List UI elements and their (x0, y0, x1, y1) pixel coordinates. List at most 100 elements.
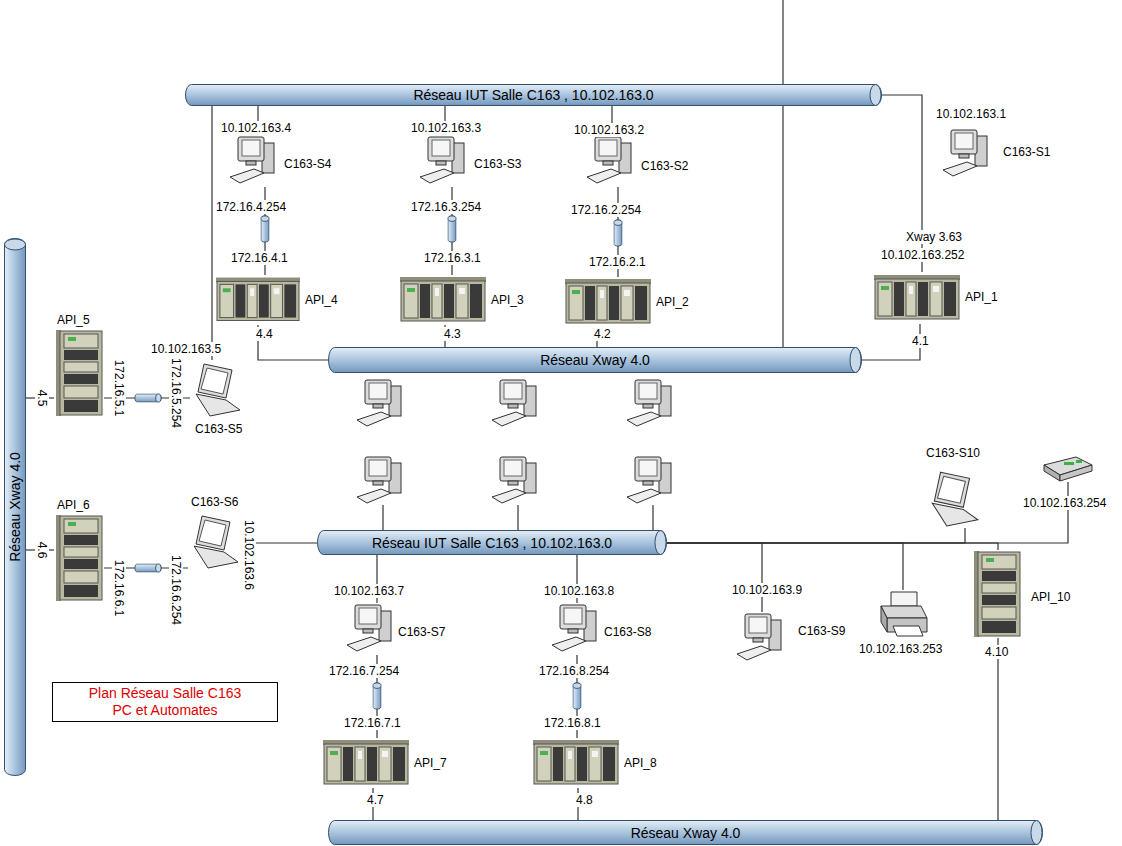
pc-icon (357, 457, 401, 503)
plcv-icon (972, 550, 1022, 638)
network-link (667, 482, 1068, 543)
plc-icon (323, 738, 409, 788)
network-label: Réseau IUT Salle C163 , 10.102.163.0 (372, 535, 612, 551)
ip-address: 10.102.163.3 (410, 121, 482, 135)
device-name: API_6 (56, 498, 91, 512)
network-link (211, 106, 212, 360)
network-label: Réseau IUT Salle C163 , 10.102.163.0 (413, 87, 653, 103)
adapter-symbol (135, 394, 161, 402)
laptop-station: C163-S5 (190, 360, 244, 418)
ip-address: 172.16.3.254 (410, 200, 482, 214)
printer-device: 10.102.163.253 (877, 590, 929, 638)
pc-station: C163-S3 (418, 135, 468, 187)
ip-address: 10.102.163.7 (333, 584, 405, 598)
plc-rack: API_8 (533, 738, 619, 788)
device-name: API_3 (490, 293, 525, 307)
pc-icon (735, 612, 785, 664)
laptop-icon (190, 360, 244, 418)
ip-address: 172.16.5.254 (169, 357, 183, 429)
network-bus: Réseau IUT Salle C163 , 10.102.163.0 (317, 530, 667, 555)
laptop-station: C163-S10 (925, 468, 983, 528)
plc-rack: API_1 (874, 272, 960, 324)
adapter-symbol (614, 220, 622, 246)
device-name: API_2 (655, 295, 690, 309)
device-name: C163-S7 (397, 625, 446, 639)
ip-address: 10.102.163.4 (220, 121, 292, 135)
ip-address: 172.16.7.254 (328, 664, 400, 678)
plc-rack: API_7 (323, 738, 409, 788)
device-name: C163-S6 (190, 495, 239, 509)
plc-rack: API_6 (54, 515, 104, 601)
plc-icon (533, 738, 619, 788)
title-box: Plan Réseau Salle C163 PC et Automates (52, 682, 278, 722)
adapter-symbol (373, 683, 381, 709)
xway-address: 4.1 (911, 334, 930, 348)
ip-address: 172.16.8.254 (538, 664, 610, 678)
xway-address: 4.8 (575, 793, 594, 807)
network-link (667, 543, 762, 612)
plc-rack: API_4 (216, 275, 300, 325)
pc-icon (492, 380, 536, 426)
device-name: C163-S5 (194, 422, 243, 436)
adapter-symbol (261, 216, 269, 242)
plc-icon (216, 275, 300, 325)
ip-address: 172.16.2.254 (570, 203, 642, 217)
network-label: Réseau Xway 4.0 (631, 825, 741, 841)
ip-address: 172.16.7.1 (343, 716, 402, 730)
adapter-symbol (448, 216, 456, 242)
network-link (997, 638, 998, 820)
device-name: API_7 (413, 756, 448, 770)
ip-address: 10.102.163.6 (242, 519, 256, 591)
xway-address: 4.5 (35, 389, 49, 408)
ip-address: Xway 3.63 (905, 230, 963, 244)
device-name: API_8 (623, 756, 658, 770)
device-name: C163-S9 (797, 624, 846, 638)
device-name: C163-S2 (640, 159, 689, 173)
pc-icon (940, 128, 992, 180)
device-name: API_1 (964, 290, 999, 304)
laptop-icon (188, 512, 242, 570)
pc-station: C163-S8 (550, 603, 600, 655)
ip-address: 10.102.163.252 (880, 248, 965, 262)
printer-icon (877, 590, 929, 638)
plc-icon (400, 275, 486, 325)
device-name: API_5 (56, 313, 91, 327)
plc-rack: API_10 (972, 550, 1022, 638)
network-bus: Réseau Xway 4.0 (328, 347, 862, 373)
laptop-icon (925, 468, 983, 528)
network-link (882, 95, 922, 272)
plc-icon (874, 272, 960, 324)
network-label: Réseau Xway 4.0 (540, 352, 650, 368)
ip-address: 10.102.163.1 (935, 107, 1007, 121)
xway-address: 4.3 (443, 327, 462, 341)
ip-address: 172.16.5.1 (112, 359, 126, 418)
router-device: 10.102.163.254 (1042, 455, 1094, 482)
ip-address: 172.16.6.1 (112, 559, 126, 618)
pc-station: C163-S9 (735, 612, 785, 664)
pc-icon (492, 457, 536, 503)
device-name: C163-S8 (603, 625, 652, 639)
ip-address: 10.102.163.253 (858, 642, 943, 656)
network-cable (383, 505, 653, 531)
xway-address: 4.6 (35, 541, 49, 560)
pc-station: C163-S4 (228, 135, 278, 187)
pc-icon (550, 603, 600, 655)
network-bus: Réseau Xway 4.0 (4, 238, 26, 776)
pc-icon (627, 380, 671, 426)
laptop-station: C163-S6 (188, 512, 242, 570)
network-bus: Réseau Xway 4.0 (328, 820, 1043, 845)
xway-address: 4.7 (366, 793, 385, 807)
device-name: API_10 (1030, 590, 1071, 604)
device-name: API_4 (304, 293, 339, 307)
ip-address: 172.16.6.254 (169, 554, 183, 626)
title-text: Plan Réseau Salle C163 PC et Automates (85, 685, 245, 719)
ip-address: 10.102.163.8 (543, 584, 615, 598)
plcv-icon (54, 330, 104, 416)
xway-address: 4.4 (255, 327, 274, 341)
device-name: C163-S1 (1002, 145, 1051, 159)
ip-address: 172.16.8.1 (543, 716, 602, 730)
xway-address: 4.10 (984, 645, 1009, 659)
pc-icon (345, 603, 395, 655)
pc-station: C163-S7 (345, 603, 395, 655)
pc-icon (627, 457, 671, 503)
